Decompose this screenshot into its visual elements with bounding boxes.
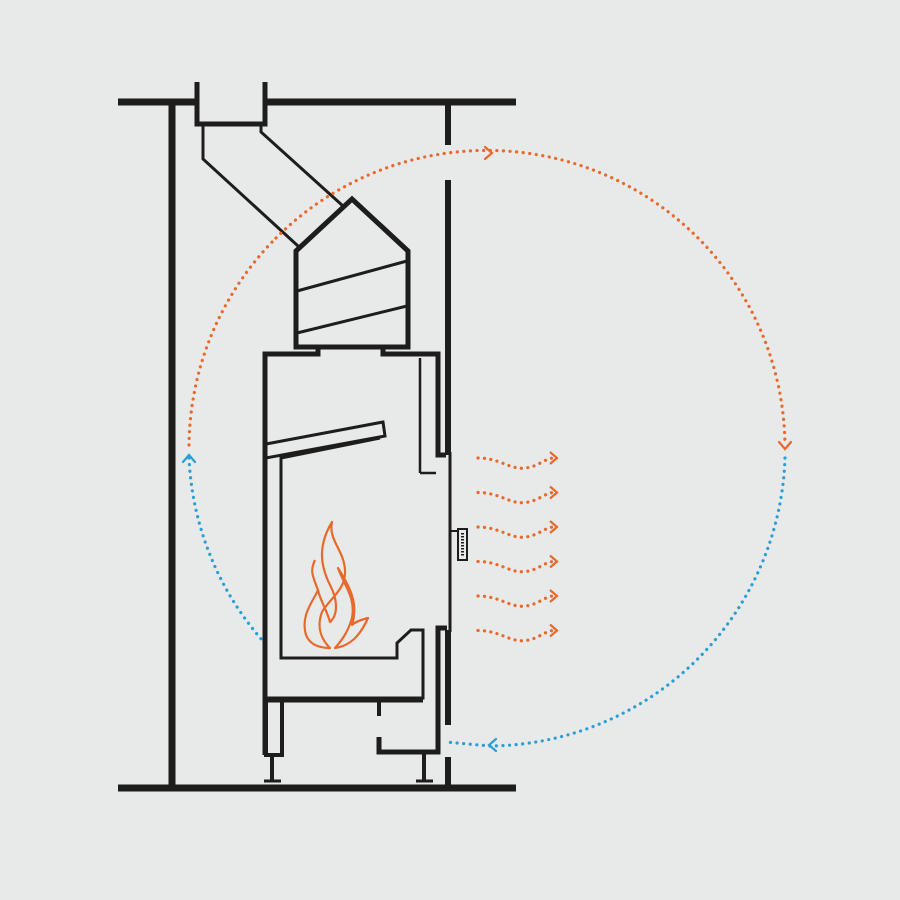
- flue: [194, 82, 411, 350]
- chimney-collar: [194, 82, 268, 127]
- fireplace-insert: [262, 348, 468, 783]
- heat-waves: [476, 451, 559, 643]
- warm-air-loop: [274, 148, 787, 447]
- stove-lower-right: [376, 625, 447, 755]
- smoke-hood: [293, 195, 411, 350]
- heat-wave: [476, 628, 556, 643]
- cool-air-loop-left: [187, 456, 264, 642]
- heat-wave: [476, 525, 556, 539]
- heat-wave: [476, 594, 556, 608]
- flame-icon: [303, 520, 370, 650]
- arrow-down-icon: [777, 440, 793, 451]
- stove-top-right: [380, 348, 446, 458]
- heat-wave: [476, 456, 556, 470]
- baffle-plate: [264, 420, 387, 460]
- hood-line-2: [296, 304, 408, 335]
- heat-wave-arrow-icon: [549, 623, 559, 638]
- building-structure: [118, 98, 516, 792]
- heat-wave-arrow-icon: [549, 451, 559, 465]
- cool-air-loop-right: [488, 456, 787, 748]
- convection-loop: [187, 148, 787, 748]
- cool-air-return: [444, 740, 492, 748]
- heat-wave-arrow-icon: [549, 485, 559, 500]
- arrow-left-icon: [487, 737, 498, 753]
- stove-top-left: [262, 348, 321, 755]
- arrow-right-icon: [483, 145, 494, 161]
- heat-wave-arrow-icon: [549, 589, 559, 603]
- heat-wave-arrow-icon: [549, 520, 559, 534]
- heat-wave-arrow-icon: [549, 554, 559, 569]
- firebox: [266, 436, 425, 700]
- heat-wave: [476, 490, 556, 505]
- arrow-up-icon: [181, 453, 197, 464]
- flue-pipe-left: [201, 125, 300, 248]
- heat-wave: [476, 559, 556, 574]
- hood-line-1: [296, 259, 408, 293]
- loop-arrowheads: [181, 145, 793, 753]
- flue-pipe-right: [259, 125, 345, 208]
- door-handle-icon: [451, 528, 468, 561]
